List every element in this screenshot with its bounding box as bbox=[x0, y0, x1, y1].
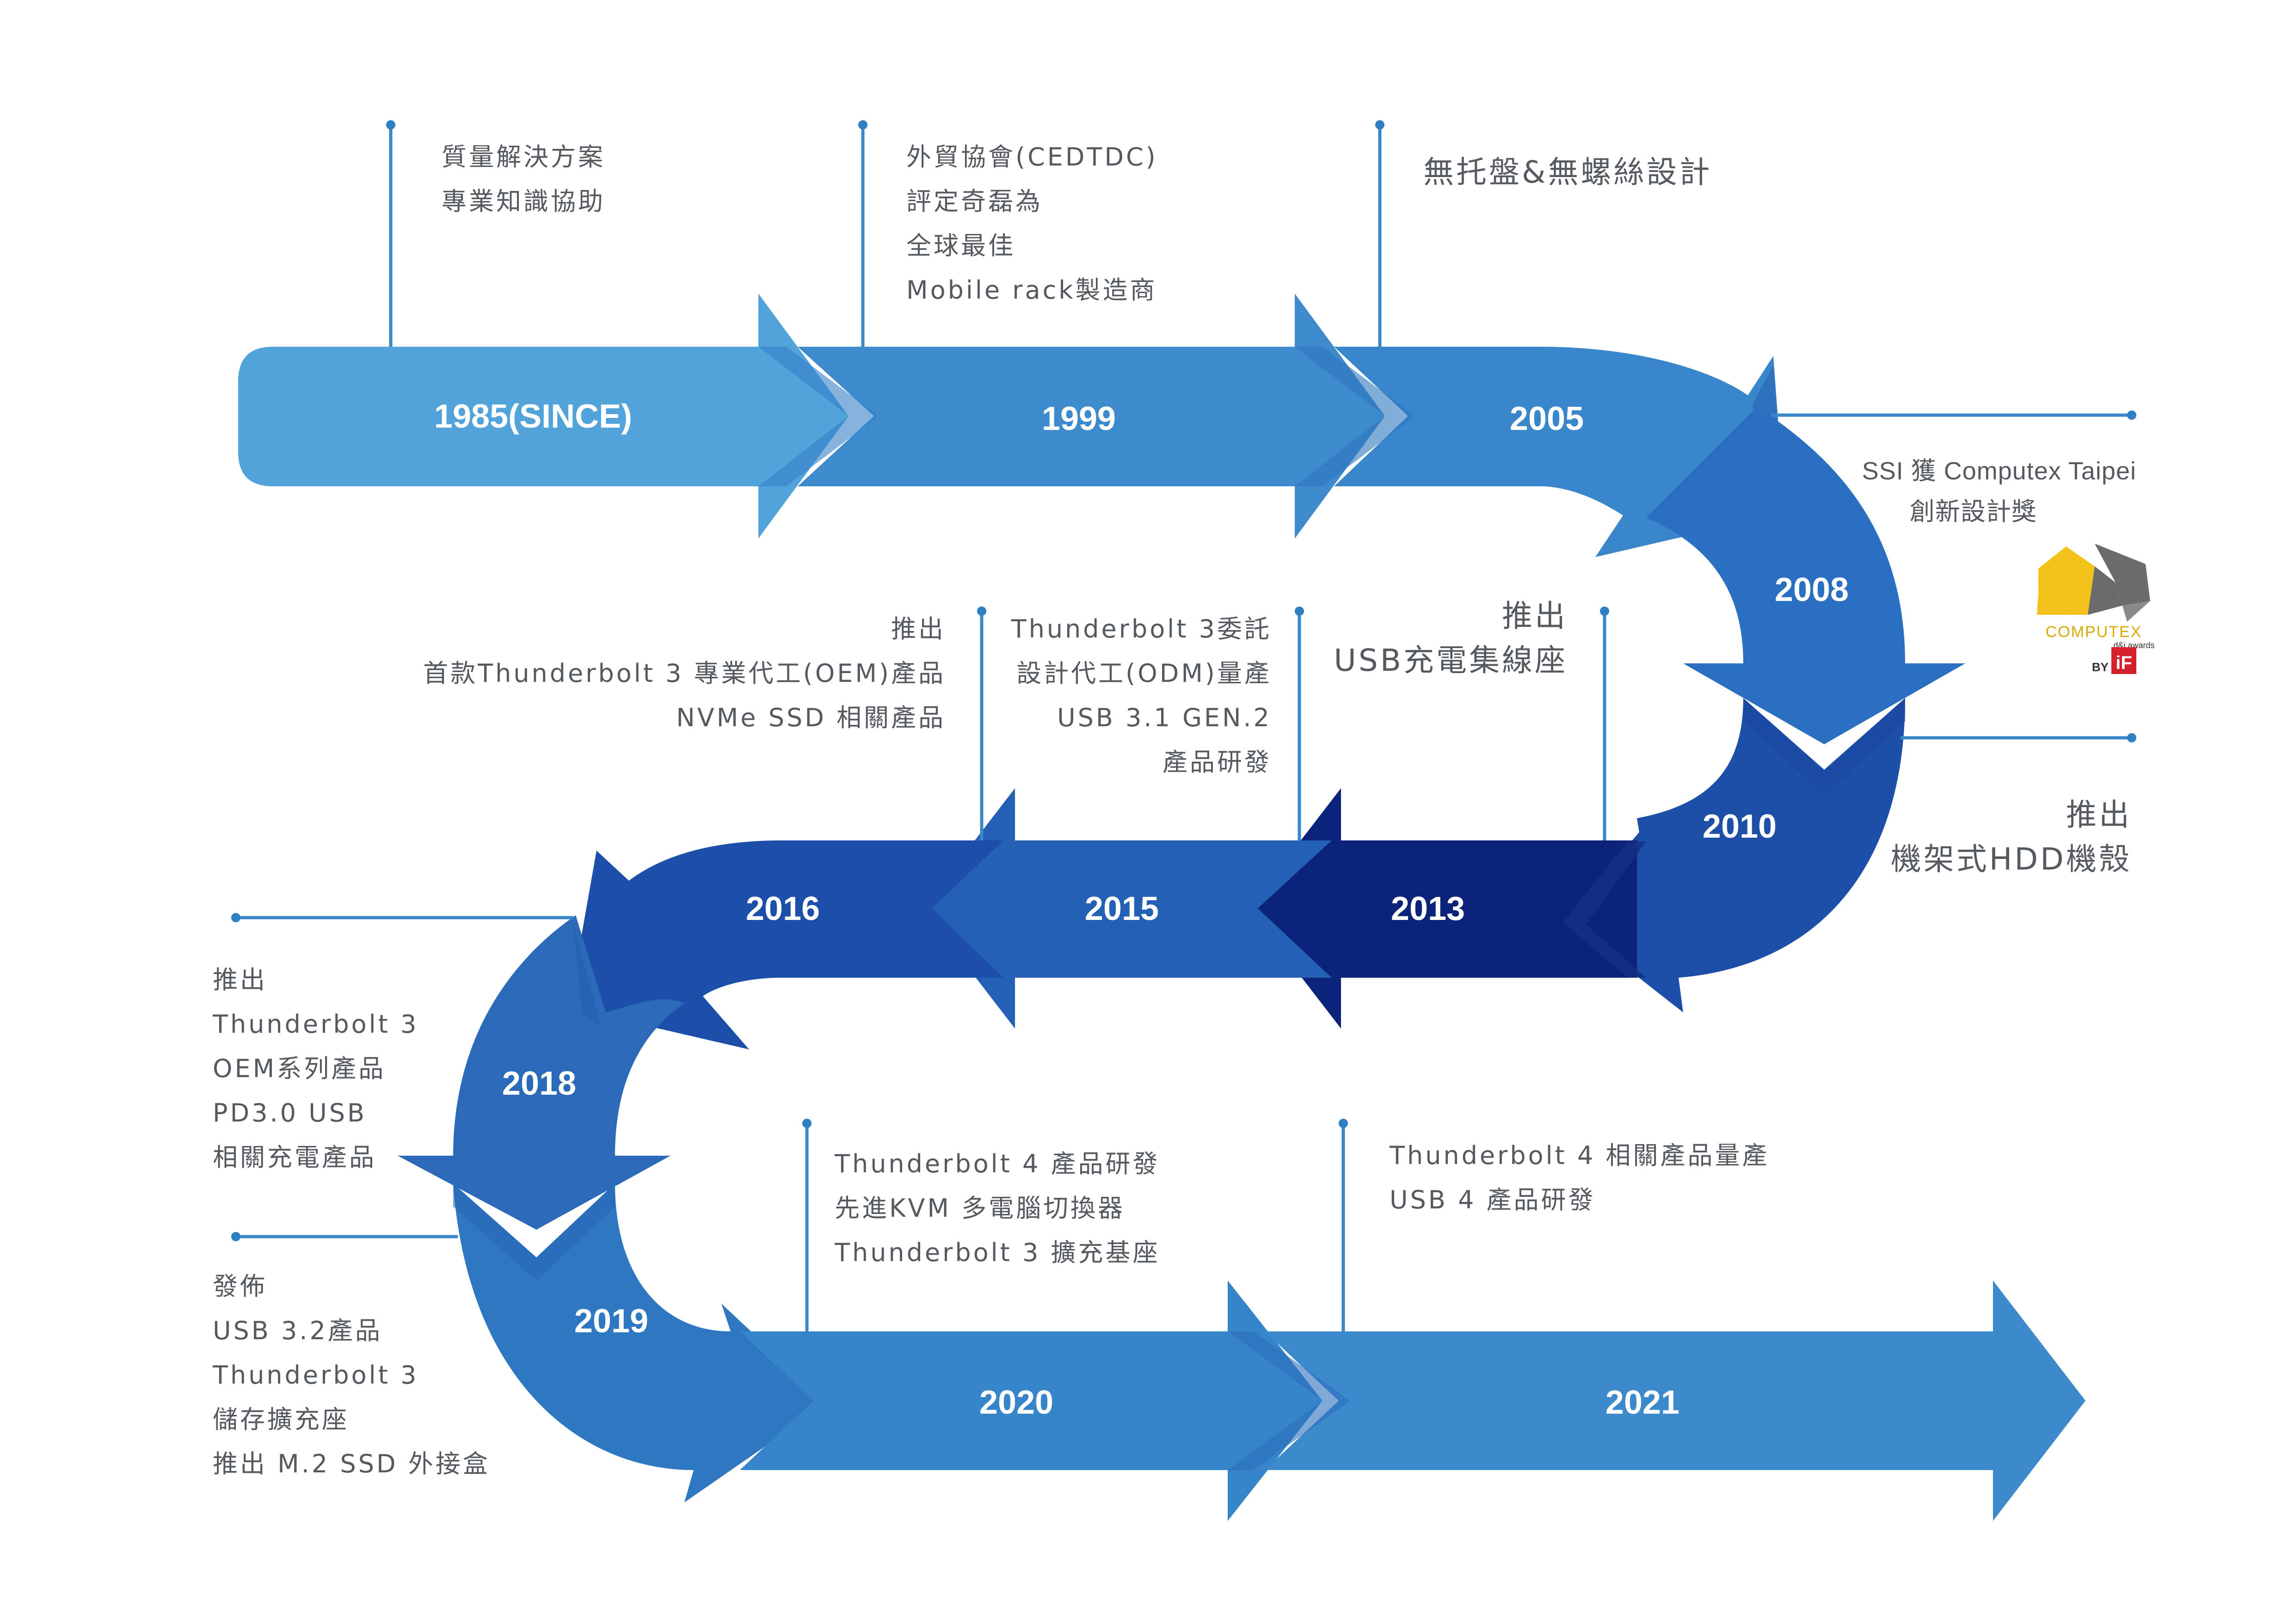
note-line: PD3.0 USB bbox=[213, 1098, 367, 1128]
year-label-2020: 2020 bbox=[979, 1384, 1053, 1421]
segment-1999 bbox=[798, 294, 1385, 539]
milestone-note-2021: Thunderbolt 4 相關產品量產 USB 4 產品研發 bbox=[1390, 1134, 1770, 1222]
note-line: 機架式HDD機殼 bbox=[1890, 841, 2132, 877]
milestone-note-2008: SSI 獲 Computex Taipei 創新設計獎 bbox=[1817, 451, 2136, 532]
note-line: USB 3.1 GEN.2 bbox=[1057, 703, 1272, 732]
if-badge-text: iF bbox=[2116, 653, 2132, 673]
segment-2020 bbox=[740, 1281, 1322, 1521]
note-line: 儲存擴充座 bbox=[213, 1405, 349, 1434]
year-label-2018: 2018 bbox=[502, 1065, 576, 1102]
year-label-2013: 2013 bbox=[1391, 890, 1465, 927]
connector-2008 bbox=[1771, 411, 2136, 420]
milestone-note-2020: Thunderbolt 4 產品研發 先進KVM 多電腦切換器 Thunderb… bbox=[835, 1142, 1160, 1275]
year-label-1999: 1999 bbox=[1042, 400, 1116, 437]
note-line: Thunderbolt 3 擴充基座 bbox=[835, 1238, 1160, 1267]
note-line: 首款Thunderbolt 3 專業代工(OEM)產品 bbox=[423, 659, 946, 688]
shadow-2019 bbox=[453, 1183, 615, 1281]
note-line: 全球最佳 bbox=[906, 231, 1015, 260]
note-line: 推出 M.2 SSD 外接盒 bbox=[213, 1449, 490, 1478]
connector-2016 bbox=[977, 607, 986, 840]
computex-logo-by: BY bbox=[2092, 660, 2109, 674]
note-line: 先進KVM 多電腦切換器 bbox=[835, 1194, 1125, 1223]
segment-1985 bbox=[238, 294, 849, 539]
shadow-2013 bbox=[1563, 841, 1646, 978]
note-line: 創新設計獎 bbox=[1910, 498, 2037, 526]
note-line: USB 3.2產品 bbox=[213, 1316, 382, 1345]
if-badge bbox=[2111, 647, 2136, 674]
note-line: 無托盤&無螺絲設計 bbox=[1423, 154, 1712, 190]
connector-1985 bbox=[386, 120, 395, 347]
note-line: SSI 獲 Computex Taipei bbox=[1862, 457, 2136, 485]
note-line: Thunderbolt 4 相關產品量產 bbox=[1390, 1141, 1770, 1170]
note-line: 產品研發 bbox=[1162, 748, 1272, 777]
note-line: 設計代工(ODM)量產 bbox=[1016, 659, 1272, 688]
year-label-1985: 1985(SINCE) bbox=[434, 398, 632, 435]
shadow-1999 bbox=[1295, 347, 1415, 486]
milestone-note-1985: 質量解決方案 專業知識協助 bbox=[442, 135, 605, 224]
computex-award-logo: COMPUTEX d&i awards BY iF bbox=[2037, 544, 2155, 674]
segment-2008 bbox=[1646, 407, 1965, 744]
note-line: 評定奇磊為 bbox=[906, 187, 1043, 216]
computex-logo-wordmark: COMPUTEX bbox=[2046, 623, 2142, 641]
year-label-2016: 2016 bbox=[746, 890, 820, 927]
note-line: 質量解決方案 bbox=[442, 142, 605, 172]
note-line: Thunderbolt 3委託 bbox=[1011, 614, 1272, 643]
milestone-note-2016: 推出 首款Thunderbolt 3 專業代工(OEM)產品 NVMe SSD … bbox=[393, 607, 946, 740]
year-label-2010: 2010 bbox=[1703, 808, 1777, 845]
shadow-1985 bbox=[758, 347, 879, 486]
note-line: Thunderbolt 3 bbox=[213, 1360, 419, 1390]
note-line: 推出 bbox=[2066, 797, 2132, 833]
shadow-2020 bbox=[1228, 1331, 1350, 1470]
connector-2005 bbox=[1375, 120, 1384, 347]
segment-2016 bbox=[569, 840, 1003, 1049]
note-line: Thunderbolt 4 產品研發 bbox=[835, 1149, 1160, 1178]
connector-2019 bbox=[231, 1232, 458, 1241]
year-label-2005: 2005 bbox=[1510, 400, 1584, 437]
connector-2015 bbox=[1295, 607, 1304, 840]
note-line: Thunderbolt 3 bbox=[213, 1010, 419, 1039]
milestone-note-2015: Thunderbolt 3委託 設計代工(ODM)量產 USB 3.1 GEN.… bbox=[999, 607, 1272, 784]
connector-2021 bbox=[1339, 1119, 1348, 1331]
segment-2015 bbox=[923, 788, 1332, 1029]
milestone-note-2010: 推出 機架式HDD機殼 bbox=[1831, 793, 2132, 882]
connector-2013 bbox=[1600, 607, 1609, 840]
note-line: 發佈 bbox=[213, 1272, 267, 1301]
shadow-2008 bbox=[1743, 698, 1905, 795]
milestone-note-2005: 無托盤&無螺絲設計 bbox=[1423, 150, 1712, 195]
note-line: 推出 bbox=[891, 614, 946, 643]
note-line: USB充電集線座 bbox=[1334, 643, 1568, 678]
year-label-2008: 2008 bbox=[1775, 571, 1849, 608]
segment-2013 bbox=[1248, 788, 1637, 1029]
year-label-2015: 2015 bbox=[1085, 890, 1159, 927]
connector-2018 bbox=[231, 913, 573, 922]
year-label-2019: 2019 bbox=[574, 1303, 648, 1340]
year-label-2021: 2021 bbox=[1605, 1384, 1679, 1421]
note-line: OEM系列產品 bbox=[213, 1054, 386, 1083]
connector-2010 bbox=[1900, 733, 2136, 742]
note-line: 相關充電產品 bbox=[213, 1143, 376, 1172]
connector-2020 bbox=[802, 1119, 812, 1331]
milestone-note-2013: 推出 USB充電集線座 bbox=[1332, 594, 1568, 683]
segment-2021 bbox=[1265, 1281, 2085, 1521]
note-line: 專業知識協助 bbox=[442, 187, 605, 216]
note-line: USB 4 產品研發 bbox=[1390, 1185, 1596, 1214]
segment-2018 bbox=[398, 915, 684, 1230]
note-line: 推出 bbox=[1502, 598, 1568, 634]
milestone-note-1999: 外貿協會(CEDTDC) 評定奇磊為 全球最佳 Mobile rack製造商 bbox=[906, 135, 1158, 313]
note-line: Mobile rack製造商 bbox=[906, 276, 1157, 305]
milestone-note-2018: 推出 Thunderbolt 3 OEM系列產品 PD3.0 USB 相關充電產… bbox=[213, 958, 418, 1180]
shadow-2018 bbox=[573, 925, 601, 1026]
note-line: 外貿協會(CEDTDC) bbox=[906, 142, 1158, 172]
milestone-note-2019: 發佈 USB 3.2產品 Thunderbolt 3 儲存擴充座 推出 M.2 … bbox=[213, 1264, 490, 1486]
connector-1999 bbox=[858, 120, 867, 347]
note-line: 推出 bbox=[213, 965, 267, 994]
note-line: NVMe SSD 相關產品 bbox=[676, 703, 946, 732]
